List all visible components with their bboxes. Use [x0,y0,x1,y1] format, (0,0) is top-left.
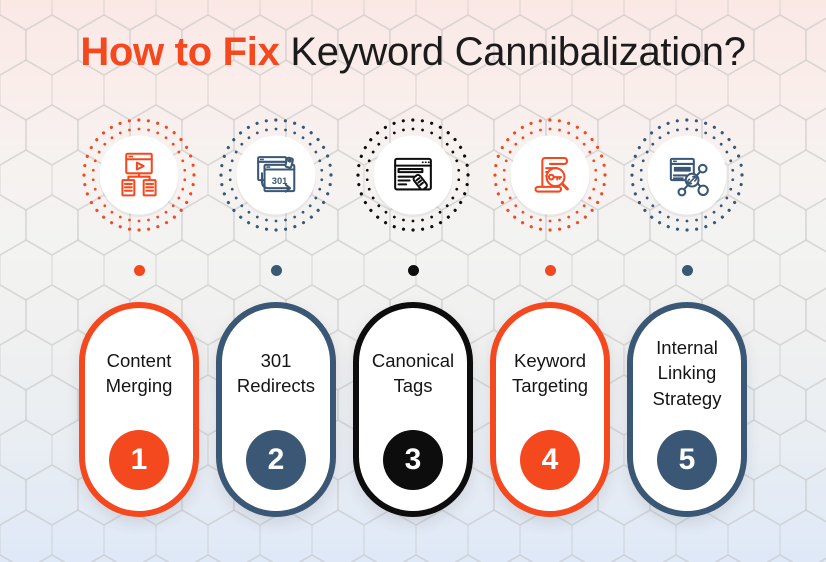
step-2-301-redirects: 301 301 Redirects 2 [216,118,336,517]
step-number-badge: 2 [246,430,306,490]
step-5-internal-linking-strategy: Internal Linking Strategy 5 [627,118,747,517]
step-4-icon-badge [493,118,607,232]
connector-dot [270,265,282,276]
connector-dot [407,265,419,276]
step-5-card: Internal Linking Strategy 5 [627,302,747,517]
internal-linking-icon [630,118,744,232]
step-label: Internal Linking Strategy [652,337,722,409]
step-3-icon-badge [356,118,470,232]
step-4-keyword-targeting: Keyword Targeting 4 [490,118,610,517]
canonical-tags-icon [356,118,470,232]
step-3-card: Canonical Tags 3 [353,302,473,517]
step-1-card: Content Merging 1 [79,302,199,517]
step-2-icon-badge: 301 [219,118,333,232]
step-5-icon-badge [630,118,744,232]
step-label: Keyword Targeting [511,349,589,396]
step-label: Content Merging [105,349,173,396]
step-number-badge: 5 [657,430,717,490]
connector-dot [544,265,556,276]
301-redirects-icon: 301 [219,118,333,232]
step-1-icon-badge [82,118,196,232]
step-3-canonical-tags: Canonical Tags 3 [353,118,473,517]
title-rest: Keyword Cannibalization? [290,30,746,74]
step-4-card: Keyword Targeting 4 [490,302,610,517]
step-number-badge: 4 [520,430,580,490]
content-merging-icon [82,118,196,232]
connector-dot [681,265,693,276]
step-number-badge: 1 [109,430,169,490]
step-1-content-merging: Content Merging 1 [79,118,199,517]
title-highlight: How to Fix [80,30,280,74]
step-2-card: 301 Redirects 2 [216,302,336,517]
step-number-badge: 3 [383,430,443,490]
steps-row: Content Merging 1 [79,118,747,517]
step-label: 301 Redirects [236,349,316,396]
step-label: Canonical Tags [371,349,455,396]
connector-dot [133,265,145,276]
keyword-targeting-icon [493,118,607,232]
svg-text:301: 301 [272,176,288,186]
